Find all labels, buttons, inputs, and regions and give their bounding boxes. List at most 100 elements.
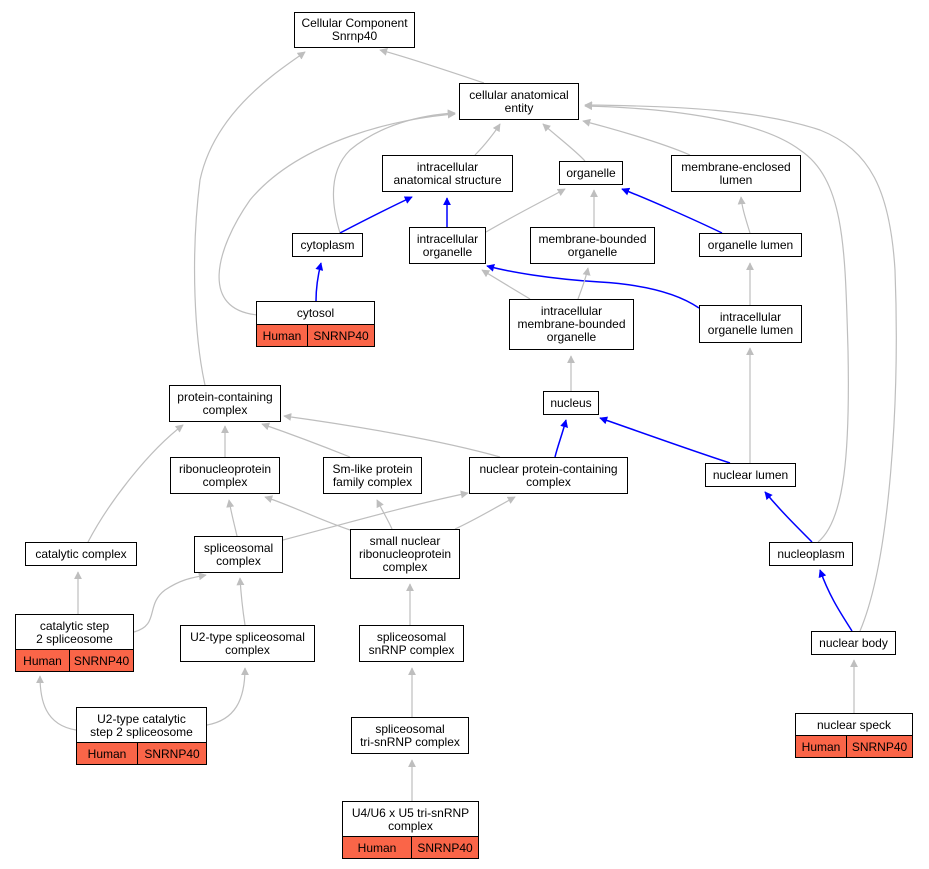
edge-part-of-nuclear-lumen-to-nucleus xyxy=(599,416,731,464)
node-cytoplasm[interactable]: cytoplasm xyxy=(292,233,363,257)
edge-is-a-cytosol-to-cellular-anatomical-entity xyxy=(218,110,456,316)
node-intracellular-membrane-bounded-organelle[interactable]: intracellular membrane-bounded organelle xyxy=(509,299,634,350)
node-organelle-lumen[interactable]: organelle lumen xyxy=(699,233,802,257)
edge-is-a-u2-type-catalytic-step2-spliceosome-to-catalytic-step2-spliceosome xyxy=(36,675,77,731)
node-catalytic-step-2-spliceosome[interactable]: catalytic step 2 spliceosome Human SNRNP… xyxy=(15,614,134,672)
node-label: cytosol xyxy=(296,306,335,320)
node-u4-u6-x-u5-tri-snrnp-complex[interactable]: U4/U6 x U5 tri-snRNP complex Human SNRNP… xyxy=(342,801,479,859)
edge-part-of-intracellular-organelle-lumen-to-intracellular-organelle xyxy=(486,263,700,309)
node-catalytic-complex[interactable]: catalytic complex xyxy=(25,542,137,566)
gene-label: SNRNP40 xyxy=(851,739,908,754)
annotation-row: Human SNRNP40 xyxy=(257,324,374,346)
edge-is-a-nuclear-protein-containing-complex-to-protein-containing-complex xyxy=(283,413,501,458)
node-label: membrane-enclosed lumen xyxy=(681,159,791,187)
node-spliceosomal-snrnp-complex[interactable]: spliceosomal snRNP complex xyxy=(359,625,464,662)
gene-label: SNRNP40 xyxy=(313,328,369,343)
annotation-row: Human SNRNP40 xyxy=(796,735,912,757)
edge-part-of-organelle-lumen-to-organelle xyxy=(621,187,723,234)
edge-is-a-snrnp-complex-to-ribonucleoprotein-complex xyxy=(264,495,351,531)
node-label: nuclear speck xyxy=(816,717,892,732)
node-nuclear-protein-containing-complex[interactable]: nuclear protein-containing complex xyxy=(469,457,628,494)
edge-is-a-catalytic-complex-to-protein-containing-complex xyxy=(87,424,184,543)
edge-is-a-snrnp-complex-to-nuclear-protein-containing-complex xyxy=(454,496,516,530)
node-label: intracellular membrane-bounded organelle xyxy=(517,304,626,344)
gene-label: SNRNP40 xyxy=(144,746,200,761)
node-label: nuclear lumen xyxy=(712,467,789,482)
node-label: U4/U6 x U5 tri-snRNP complex xyxy=(351,805,470,833)
node-label: Sm-like protein family complex xyxy=(332,461,413,489)
node-label: catalytic complex xyxy=(35,546,127,561)
edge-is-a-intracellular-membrane-bounded-organelle-to-intracellular-organelle xyxy=(481,269,531,300)
node-label: ribonucleoprotein complex xyxy=(178,461,272,489)
edge-is-a-cellular-anatomical-entity-to-root xyxy=(379,47,485,84)
node-nuclear-lumen[interactable]: nuclear lumen xyxy=(705,463,796,487)
node-label: catalytic step 2 spliceosome xyxy=(36,618,113,646)
node-u2-type-catalytic-step-2-spliceosome[interactable]: U2-type catalytic step 2 spliceosome Hum… xyxy=(76,707,207,765)
node-label: cellular anatomical entity xyxy=(469,87,569,115)
gene-label: SNRNP40 xyxy=(73,653,130,668)
node-label: membrane-bounded organelle xyxy=(538,231,647,259)
node-label: Cellular Component Snrnp40 xyxy=(301,16,408,43)
node-label: spliceosomal snRNP complex xyxy=(368,629,455,657)
edge-is-a-organelle-to-cellular-anatomical-entity xyxy=(542,123,586,162)
node-membrane-enclosed-lumen[interactable]: membrane-enclosed lumen xyxy=(671,155,801,192)
species-label: Human xyxy=(343,837,412,858)
node-organelle[interactable]: organelle xyxy=(559,161,623,185)
edge-part-of-cytosol-to-cytoplasm xyxy=(315,262,324,302)
node-cytosol[interactable]: cytosol Human SNRNP40 xyxy=(256,301,375,347)
node-intracellular-anatomical-structure[interactable]: intracellular anatomical structure xyxy=(382,155,513,192)
node-cellular-anatomical-entity[interactable]: cellular anatomical entity xyxy=(459,83,579,120)
edge-is-a-spliceosomal-complex-to-ribonucleoprotein-complex xyxy=(226,499,238,537)
gene-label: SNRNP40 xyxy=(417,840,473,855)
edge-is-a-intracellular-organelle-to-organelle xyxy=(485,188,566,233)
node-label: U2-type spliceosomal complex xyxy=(190,629,305,657)
edge-is-a-intracellular-anatomical-structure-to-cellular-anatomical-entity xyxy=(474,123,501,156)
node-intracellular-organelle[interactable]: intracellular organelle xyxy=(409,227,486,264)
edge-part-of-nucleoplasm-to-nuclear-lumen xyxy=(764,491,813,543)
edge-part-of-cytoplasm-to-intracellular-anatomical-structure xyxy=(339,196,413,234)
node-ribonucleoprotein-complex[interactable]: ribonucleoprotein complex xyxy=(170,457,280,494)
edge-is-a-u2-type-catalytic-step2-spliceosome-to-u2-type-spliceosomal-complex xyxy=(206,667,249,726)
node-label: nuclear protein-containing complex xyxy=(479,461,618,489)
node-spliceosomal-tri-snrnp-complex[interactable]: spliceosomal tri-snRNP complex xyxy=(351,717,469,754)
node-sm-like-protein-family-complex[interactable]: Sm-like protein family complex xyxy=(323,457,422,494)
species-label: Human xyxy=(77,743,138,764)
edge-is-a-nuclear-body-to-cellular-anatomical-entity xyxy=(584,101,897,632)
edge-part-of-nuclear-body-to-nucleoplasm xyxy=(818,569,853,632)
node-membrane-bounded-organelle[interactable]: membrane-bounded organelle xyxy=(530,227,655,264)
edge-is-a-u2-type-spliceosomal-complex-to-spliceosomal-complex xyxy=(236,577,246,626)
edge-is-a-catalytic-step2-spliceosome-to-spliceosomal-complex xyxy=(133,572,207,633)
node-label: small nuclear ribonucleoprotein complex xyxy=(358,533,452,574)
edge-is-a-intracellular-membrane-bounded-organelle-to-membrane-bounded-organelle xyxy=(577,267,591,300)
node-label: nucleoplasm xyxy=(777,546,845,561)
node-label: intracellular organelle lumen xyxy=(707,310,794,337)
node-nucleus[interactable]: nucleus xyxy=(543,391,599,415)
annotation-row: Human SNRNP40 xyxy=(77,742,206,764)
edge-is-a-snrnp-complex-to-sm-like-protein-family-complex xyxy=(376,499,393,530)
node-nuclear-body[interactable]: nuclear body xyxy=(811,631,896,655)
edge-is-a-sm-like-protein-family-complex-to-protein-containing-complex xyxy=(261,422,351,458)
node-nuclear-speck[interactable]: nuclear speck Human SNRNP40 xyxy=(795,713,913,758)
node-intracellular-organelle-lumen[interactable]: intracellular organelle lumen xyxy=(699,305,802,343)
edge-is-a-nucleoplasm-to-cellular-anatomical-entity xyxy=(584,102,849,543)
node-label: organelle lumen xyxy=(707,237,794,252)
node-label: protein-containing complex xyxy=(177,389,273,417)
node-spliceosomal-complex[interactable]: spliceosomal complex xyxy=(194,536,283,573)
edge-is-a-protein-containing-complex-to-root xyxy=(193,51,306,386)
node-label: spliceosomal complex xyxy=(203,540,274,568)
node-label: organelle xyxy=(566,165,616,180)
species-label: Human xyxy=(796,736,847,757)
node-protein-containing-complex[interactable]: protein-containing complex xyxy=(169,385,281,422)
node-label: cytoplasm xyxy=(300,237,355,252)
species-label: Human xyxy=(16,650,70,671)
node-u2-type-spliceosomal-complex[interactable]: U2-type spliceosomal complex xyxy=(180,625,315,662)
edge-is-a-spliceosomal-complex-to-nuclear-protein-containing-complex xyxy=(282,490,469,541)
node-label: spliceosomal tri-snRNP complex xyxy=(360,721,460,749)
node-small-nuclear-ribonucleoprotein-complex[interactable]: small nuclear ribonucleoprotein complex xyxy=(350,529,460,579)
node-root[interactable]: Cellular Component Snrnp40 xyxy=(294,12,415,48)
node-nucleoplasm[interactable]: nucleoplasm xyxy=(769,542,853,566)
node-label: nucleus xyxy=(550,395,592,410)
node-label: nuclear body xyxy=(819,635,888,650)
